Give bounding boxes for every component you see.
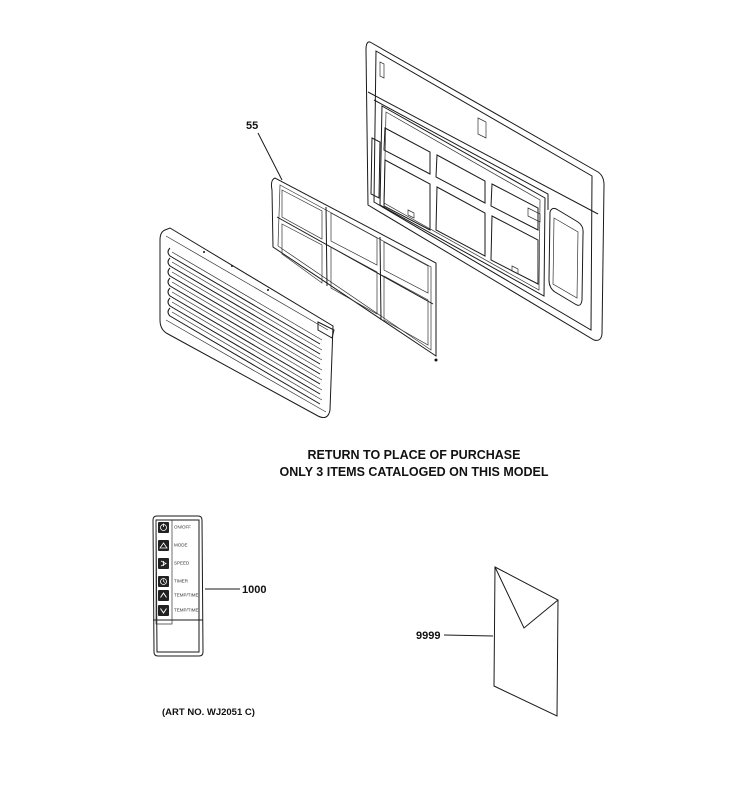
mode-icon: [158, 540, 169, 551]
cabinet-front-frame: [365, 41, 605, 341]
owners-manual: [493, 566, 559, 717]
remote-button-label: MODE: [174, 543, 188, 548]
louver-slats: [167, 247, 323, 405]
remote-button-label: TEMP/TIME: [174, 593, 199, 598]
notice-line-2: ONLY 3 ITEMS CATALOGED ON THIS MODEL: [279, 465, 548, 479]
remote-button-label: TEMP/TIME: [174, 608, 199, 613]
remote-button-on-off[interactable]: ON/OFF: [158, 522, 191, 533]
callout-label-filter: 55: [246, 120, 258, 132]
callout-label-manual: 9999: [416, 630, 440, 642]
callout-55: 55: [246, 120, 283, 181]
callout-1000: 1000: [205, 584, 266, 596]
remote-button-temp-down[interactable]: TEMP/TIME: [158, 605, 199, 616]
remote-button-label: ON/OFF: [174, 525, 191, 530]
callout-9999: 9999: [416, 630, 494, 642]
remote-button-timer[interactable]: TIMER: [158, 576, 189, 587]
front-grille-panel: [159, 227, 335, 418]
remote-button-temp-up[interactable]: TEMP/TIME: [158, 590, 199, 601]
remote-button-label: SPEED: [174, 561, 190, 566]
arrow-down-icon: [158, 605, 169, 616]
arrow-up-icon: [158, 590, 169, 601]
remote-button-speed[interactable]: SPEED: [158, 558, 190, 569]
callout-label-remote: 1000: [242, 584, 266, 596]
remote-control: ON/OFF MODE SPEED TIMER TEMP/TIME: [152, 515, 204, 657]
air-filter: [270, 177, 438, 362]
power-icon: [158, 522, 169, 533]
notice-line-1: RETURN TO PLACE OF PURCHASE: [308, 448, 521, 462]
remote-button-mode[interactable]: MODE: [158, 540, 188, 551]
remote-button-label: TIMER: [174, 579, 189, 584]
art-number: (ART NO. WJ2051 C): [162, 707, 255, 718]
